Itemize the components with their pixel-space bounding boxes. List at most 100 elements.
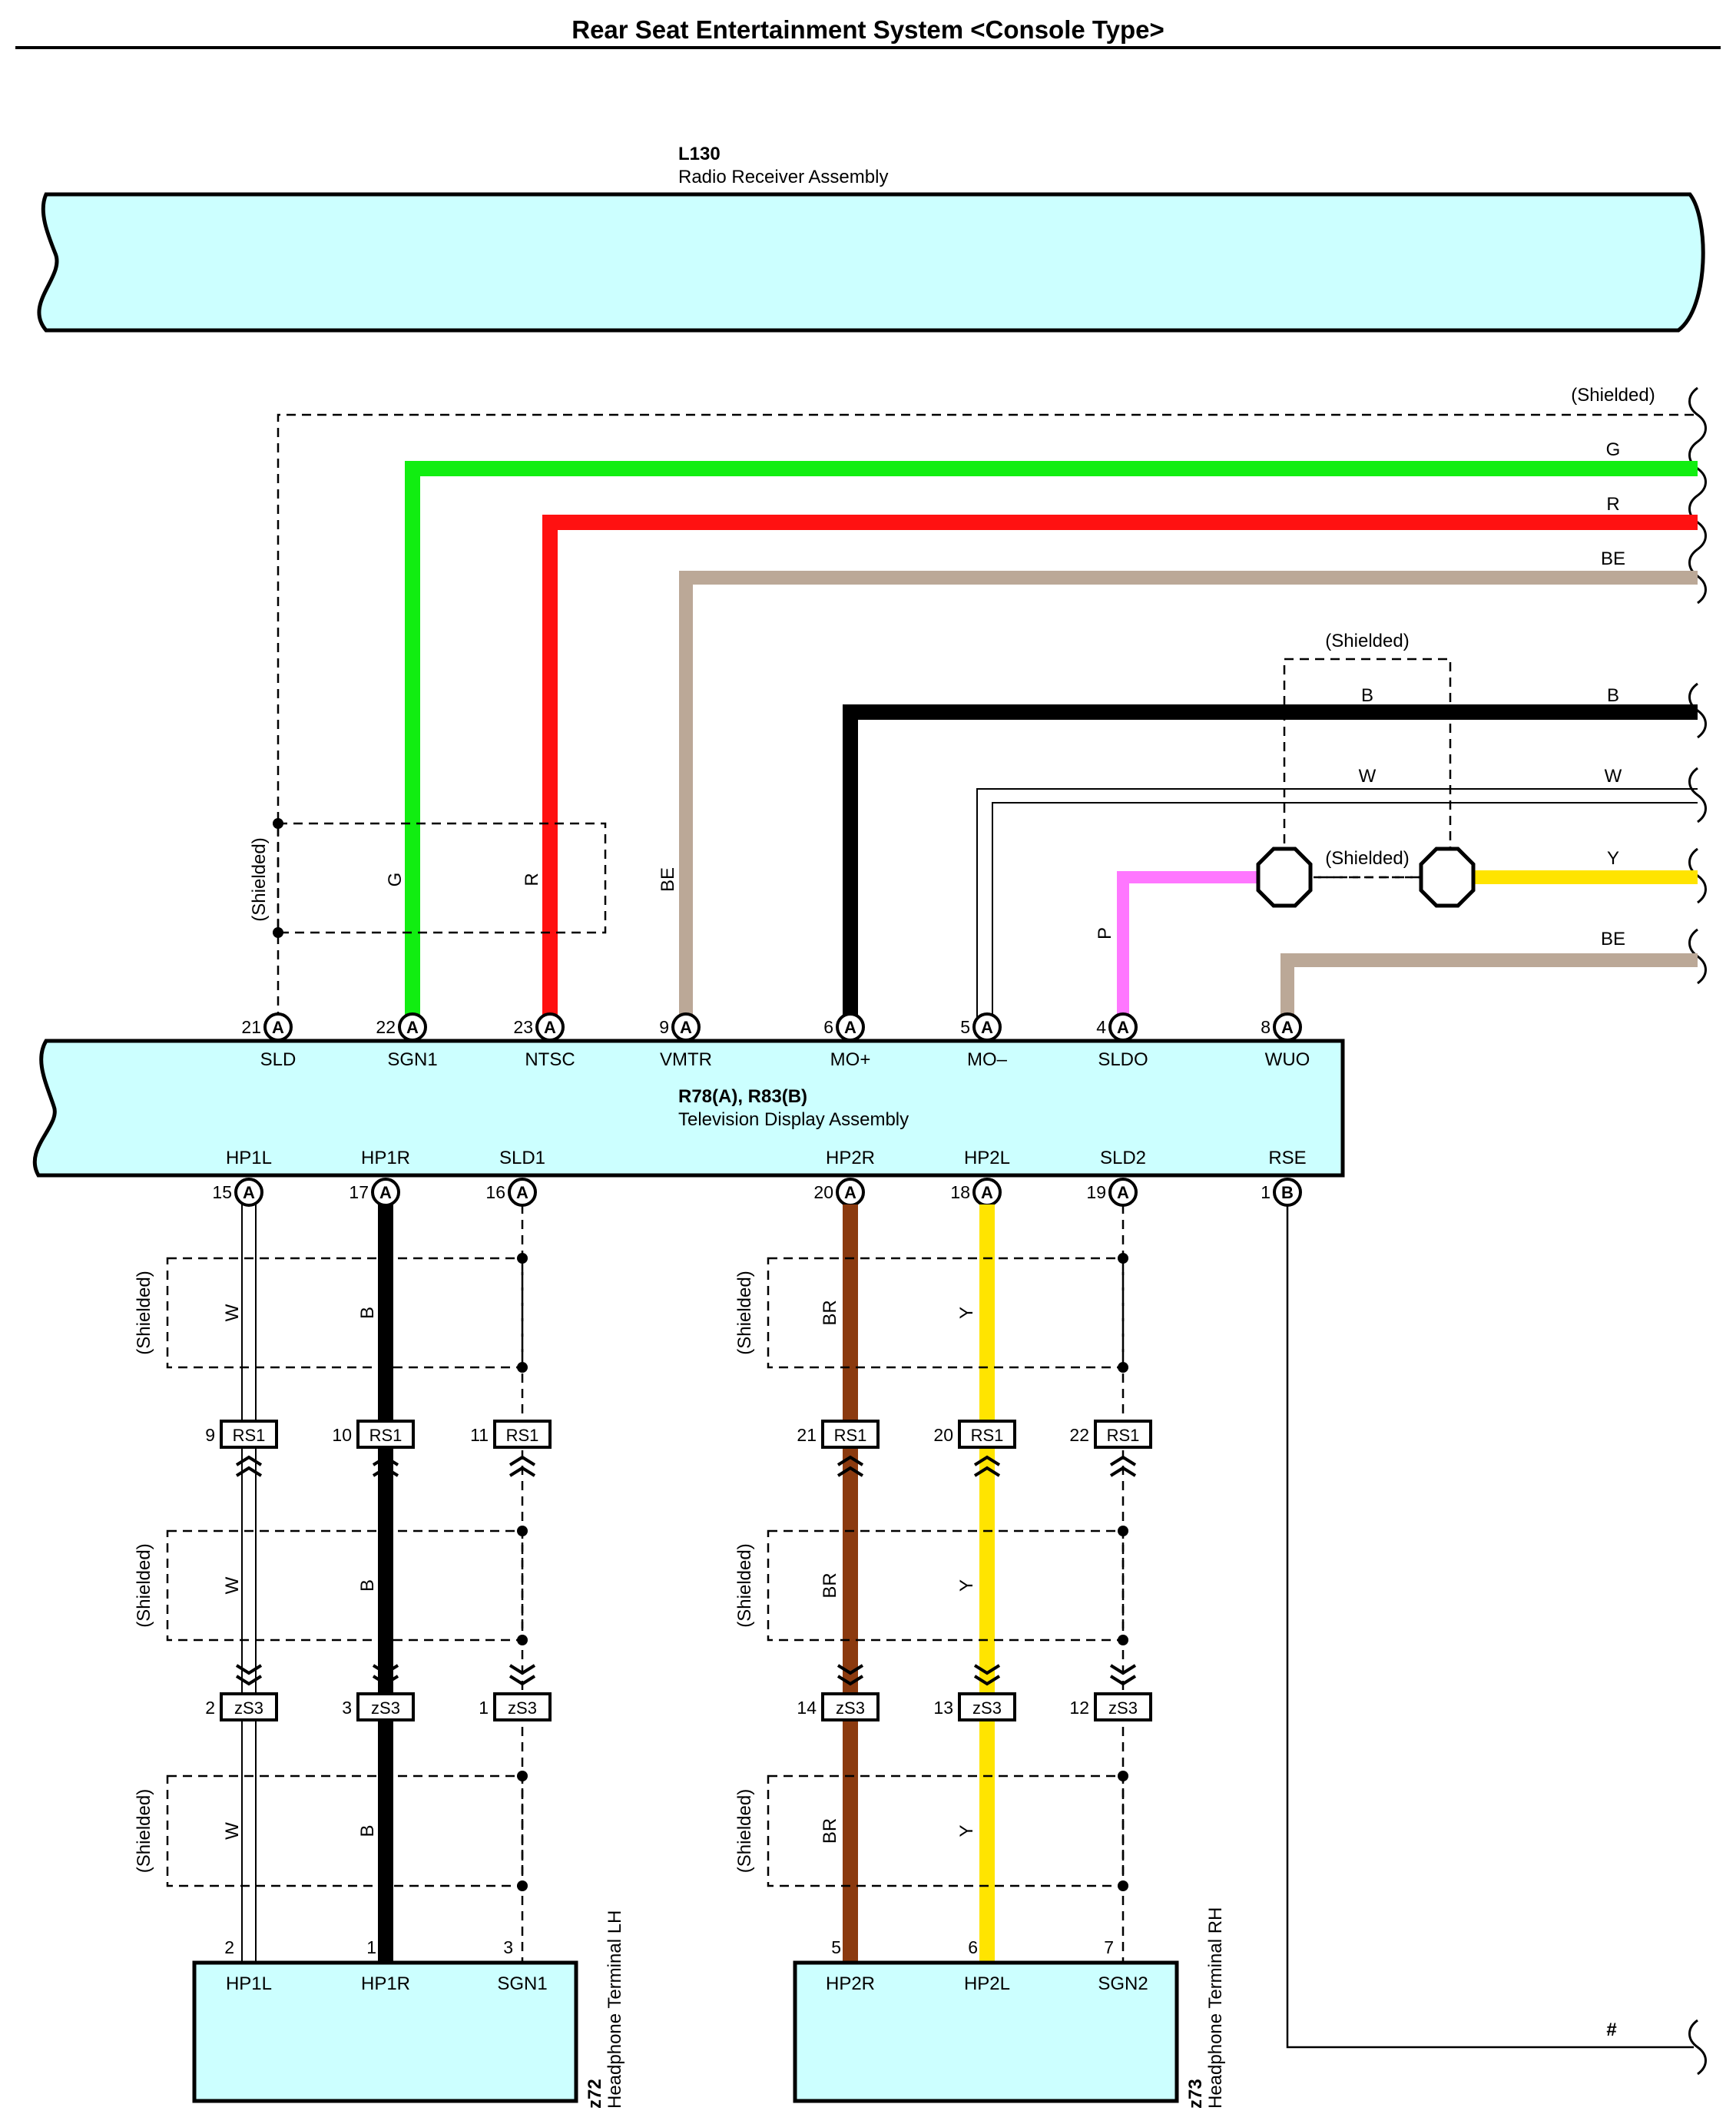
shielded-label-bw: (Shielded) — [1325, 631, 1409, 651]
top-pin-name-sgn1: SGN1 — [387, 1049, 437, 1070]
bottom-pin-connector-hp2l: A — [981, 1183, 993, 1202]
wire-label-be: BE — [658, 867, 678, 892]
zs3-pin-number: 3 — [342, 1698, 352, 1718]
bottom-pin-number-rse: 1 — [1261, 1182, 1271, 1202]
top-pin-connector-sgn1: A — [406, 1018, 419, 1037]
rs1-pin-number: 21 — [797, 1425, 817, 1445]
zs3-connector-label: zS3 — [234, 1698, 263, 1718]
radio-name: Radio Receiver Assembly — [678, 167, 888, 187]
rs1-pin-number: 11 — [470, 1425, 489, 1445]
right-label-w: W — [1605, 766, 1622, 787]
bottom-pin-circle-hp1l — [234, 1178, 263, 1207]
shield-dot — [1118, 1253, 1128, 1264]
wire-p — [1117, 871, 1284, 1026]
bottom-pin-number-sld2: 19 — [1086, 1182, 1106, 1202]
wire-w-1 — [976, 788, 1698, 1026]
terminal-lh-pin-name-3: SGN1 — [497, 1973, 547, 1994]
splice-octagon-right — [1419, 847, 1476, 908]
chevron-up-icon — [235, 1466, 263, 1477]
radio-receiver-box — [37, 192, 1705, 333]
top-pin-connector-wuo: A — [1281, 1018, 1294, 1037]
wire-label-rh-1-1: Y — [956, 1579, 977, 1592]
rs1-pin-number: 10 — [332, 1425, 352, 1445]
right-label-r: R — [1606, 494, 1619, 515]
headphone-terminal-lh-box — [192, 1960, 578, 2103]
chevron-up-icon — [509, 1455, 536, 1466]
terminal-lh-pin-num-1: 2 — [224, 1937, 234, 1957]
bottom-pin-connector-hp1l: A — [243, 1183, 255, 1202]
right-label-be-2: BE — [1601, 929, 1625, 949]
wire-label-lh-0-0: W — [222, 1304, 243, 1321]
top-pin-circle-sldo — [1108, 1012, 1138, 1042]
wire-label-w-mid: W — [1359, 766, 1377, 787]
terminal-lh-pin-name-2: HP1R — [361, 1973, 410, 1994]
chevron-down-icon — [509, 1675, 536, 1686]
wire-r — [542, 515, 1698, 1026]
bottom-pin-number-hp1l: 15 — [212, 1182, 232, 1202]
right-label-y: Y — [1607, 848, 1619, 869]
chevron-down-icon — [837, 1675, 864, 1686]
wire-label-rh-2-1: Y — [956, 1824, 977, 1837]
chevron-up-icon — [973, 1455, 1001, 1466]
top-pin-name-mo+: MO+ — [830, 1049, 871, 1070]
shield-dot — [517, 1253, 528, 1264]
terminal-rh-pin-name-1: HP2R — [826, 1973, 875, 1994]
shielded-label-rh-0: (Shielded) — [734, 1271, 755, 1354]
top-pin-circle-sld — [263, 1012, 293, 1042]
rs1-connector-label: RS1 — [971, 1426, 1004, 1445]
top-pin-name-sld: SLD — [260, 1049, 297, 1070]
top-pin-name-vmtr: VMTR — [660, 1049, 712, 1070]
zs3-connector-box — [220, 1692, 278, 1721]
bottom-pin-name-sld2: SLD2 — [1100, 1148, 1146, 1168]
bottom-pin-connector-rse: B — [1281, 1183, 1294, 1202]
top-pin-number-wuo: 8 — [1261, 1017, 1271, 1037]
top-pin-name-sldo: SLDO — [1098, 1049, 1148, 1070]
shield-dot — [517, 1771, 528, 1781]
rs1-connector-box — [821, 1420, 880, 1449]
shield-box-b-w — [1283, 658, 1452, 879]
zs3-connector-box — [1094, 1692, 1152, 1721]
rs1-connector-box — [493, 1420, 552, 1449]
shielded-label-lh-1: (Shielded) — [134, 1543, 154, 1627]
bottom-pin-number-sld1: 16 — [485, 1182, 505, 1202]
zs3-connector-box — [356, 1692, 415, 1721]
terminal-lh-code: z72 — [585, 2079, 605, 2109]
wire-g — [405, 461, 1698, 1026]
top-pin-number-sldo: 4 — [1096, 1017, 1106, 1037]
wire-label-lh-2-0: W — [222, 1822, 243, 1840]
top-pin-circle-wuo — [1273, 1012, 1302, 1042]
page-title: Rear Seat Entertainment System <Console … — [571, 15, 1165, 44]
terminal-rh-pin-num-3: 7 — [1104, 1937, 1114, 1957]
shield-box-g-r — [273, 818, 607, 938]
terminal-rh-pin-num-1: 5 — [831, 1937, 841, 1957]
top-pin-connector-vmtr: A — [680, 1018, 692, 1037]
wire-label-lh-0-1: B — [357, 1307, 378, 1319]
top-pin-connector-mo+: A — [844, 1018, 856, 1037]
shielded-label-y: (Shielded) — [1325, 848, 1409, 869]
top-pin-circle-mo– — [972, 1012, 1002, 1042]
bottom-pin-connector-sld2: A — [1117, 1183, 1129, 1202]
top-pin-circle-sgn1 — [398, 1012, 427, 1042]
bottom-pin-connector-hp1r: A — [379, 1183, 392, 1202]
top-pin-number-sgn1: 22 — [376, 1017, 396, 1037]
right-label-hash: # — [1606, 2020, 1616, 2040]
rs1-connector-label: RS1 — [369, 1426, 403, 1445]
top-pin-connector-sld: A — [272, 1018, 284, 1037]
zs3-pin-number: 2 — [205, 1698, 215, 1718]
shielded-label-rh-1: (Shielded) — [734, 1543, 755, 1627]
lower-wires — [241, 1204, 1694, 2049]
right-label-be: BE — [1601, 548, 1625, 569]
zs3-connector-label: zS3 — [972, 1698, 1002, 1718]
tv-top-pins: A21SLDA22SGN1A23NTSCA9VMTRA6MO+A5MO–A4SL… — [241, 1012, 1310, 1070]
shielded-label-lh-0: (Shielded) — [134, 1271, 154, 1354]
wire-label-rh-0-1: Y — [956, 1307, 977, 1319]
chevron-down-icon — [509, 1664, 536, 1675]
top-pin-number-sld: 21 — [241, 1017, 261, 1037]
zs3-connector-label: zS3 — [836, 1698, 865, 1718]
bottom-pin-name-rse: RSE — [1268, 1148, 1306, 1168]
rs1-pin-number: 22 — [1069, 1425, 1089, 1445]
bottom-pin-name-hp2l: HP2L — [964, 1148, 1010, 1168]
wire-label-g: G — [385, 873, 406, 887]
top-pin-connector-ntsc: A — [544, 1018, 556, 1037]
